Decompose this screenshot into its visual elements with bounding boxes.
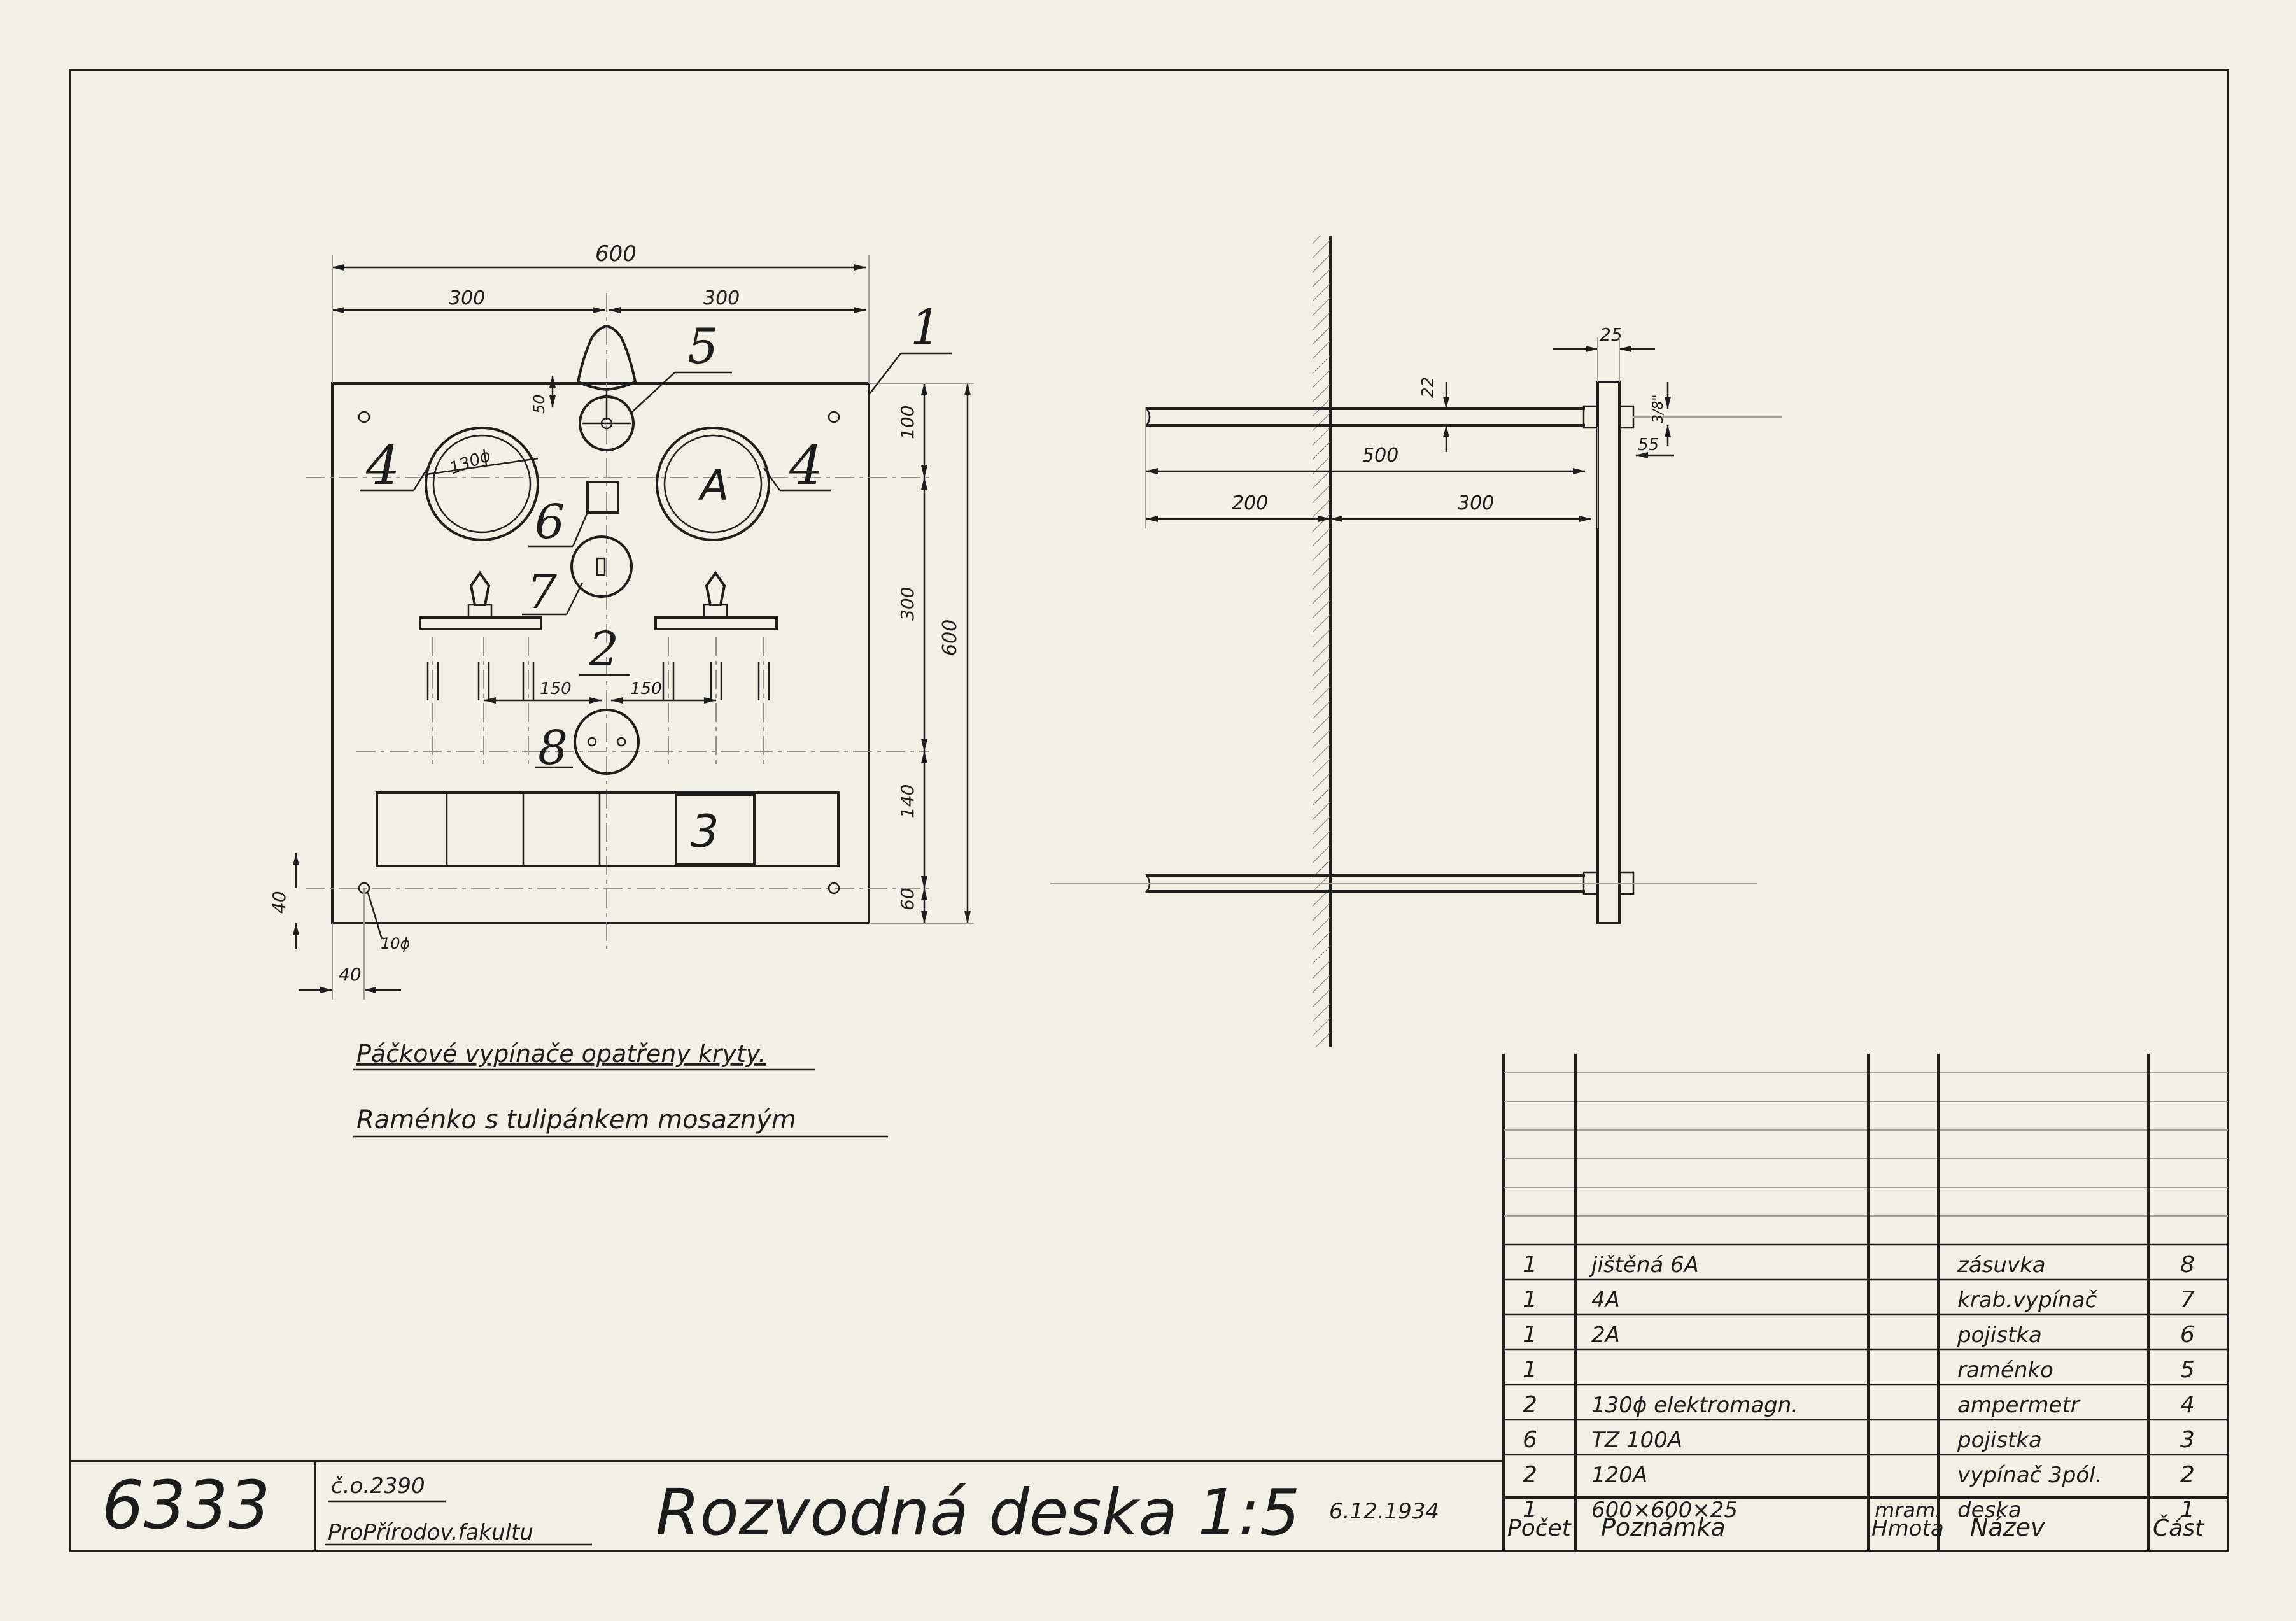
drawing-title: Rozvodná deska 1:5 [656,1475,1300,1550]
header-name: Název [1970,1513,2045,1541]
mount-hole [828,411,840,423]
table-cell-part: 7 [2180,1287,2195,1313]
dim-bottom-offset: 60 [897,888,918,910]
dim-bolt-gap: 22 [1419,377,1438,398]
table-cell-note: 2A [1591,1322,1620,1348]
table-cell-note: 600×600×25 [1591,1497,1738,1523]
table-cell-name: pojistka [1957,1427,2042,1453]
drawing-number: 6333 [102,1466,271,1544]
table-cell-qty: 1 [1523,1497,1537,1523]
title-block: 6333 č.o.2390 ProPřírodov.fakultu Rozvod… [70,1460,1504,1551]
dim-hole-v: 40 [269,891,290,914]
socket [574,709,640,775]
table-cell-qty: 1 [1523,1287,1537,1313]
table-cell-part: 4 [2180,1392,2195,1418]
header-part: Část [2153,1515,2205,1541]
part-label-7: 7 [527,565,557,619]
customer: ProPřírodov.fakultu [328,1520,533,1545]
header-material: Hmota [1871,1516,1944,1541]
dim-half-left: 300 [449,287,485,309]
order-number: č.o.2390 [331,1473,425,1499]
side-view: 25 3/8" 22 55 500 200 300 [1050,236,1782,1047]
ammeter-right [656,427,770,541]
part-label-4-left: 4 [365,434,400,497]
dim-top-offset: 100 [897,406,918,439]
table-cell-part: 2 [2180,1462,2195,1488]
table-cell-material: mram. [1875,1498,1941,1522]
front-view: 600 300 300 600 100 300 140 60 40 40 [269,241,974,1000]
part-label-1: 1 [910,299,941,355]
table-cell-qty: 1 [1523,1252,1537,1278]
notes: Páčkové vypínače opatřeny kryty. Raménko… [353,1040,888,1138]
dim-bolt-dia: 3/8" [1651,394,1666,423]
part-label-2: 2 [588,622,619,677]
table-cell-note: jištěná 6A [1589,1252,1699,1278]
dim-hole-h: 40 [339,964,362,985]
fuse-small [586,481,619,514]
table-cell-qty: 1 [1523,1322,1537,1348]
table-cell-note: TZ 100A [1591,1427,1682,1453]
table-cell-qty: 1 [1523,1357,1537,1383]
table-cell-name: ampermetr [1957,1392,2081,1418]
table-cell-name: pojistka [1957,1322,2042,1348]
tulip-bracket: 50 [530,324,637,451]
dim-bolt-nut: 55 [1638,435,1659,455]
note-bracket: Raménko s tulipánkem mosazným [356,1105,796,1135]
table-cell-note: 120A [1591,1462,1647,1488]
dim-switch-left: 150 [540,679,572,698]
dim-half-right: 300 [703,287,740,309]
dim-hole-dia: 10ϕ [381,935,411,952]
table-cell-qty: 6 [1523,1427,1537,1453]
dim-thickness: 25 [1600,324,1623,345]
table-cell-part: 8 [2180,1252,2195,1278]
part-label-4-right: 4 [789,434,823,497]
sheet-border [69,69,2229,1552]
lever-switch-right [654,570,778,764]
dim-length: 500 [1362,444,1398,467]
table-cell-name: deska [1957,1497,2022,1523]
table-cell-part: 3 [2180,1427,2195,1453]
table-cell-note: 4A [1591,1287,1620,1313]
wall-hatch [1313,236,1330,1047]
dim-middle: 300 [897,587,918,621]
fuse-row [376,791,840,867]
dim-width-total: 600 [595,241,637,267]
box-switch [570,535,633,598]
part-label-3: 3 [691,805,719,858]
ammeter-left [425,427,539,541]
dim-front-part: 300 [1458,492,1494,514]
board-side [1596,381,1621,924]
table-cell-part: 5 [2180,1357,2195,1383]
note-covers: Páčkové vypínače opatřeny kryty. [356,1040,766,1068]
table-cell-qty: 2 [1523,1392,1537,1418]
part-label-8: 8 [538,721,568,775]
table-cell-name: vypínač 3pól. [1957,1462,2102,1488]
dim-wall-part: 200 [1232,492,1268,514]
table-cell-name: raménko [1957,1357,2053,1383]
table-cell-part: 1 [2180,1497,2195,1523]
dim-bracket-drop: 50 [530,394,548,414]
dim-switch-right: 150 [630,679,662,698]
dim-fuses-zone: 140 [897,784,918,818]
mount-hole [828,882,840,895]
board-outline [331,382,870,924]
parts-table: 1 jištěná 6A zásuvka 8 1 4A krab.vypínač 7 1 2A po… [1502,1054,2229,1551]
header-qty: Počet [1507,1515,1572,1541]
mount-hole [358,411,370,423]
table-cell-name: krab.vypínač [1957,1287,2098,1313]
part-label-5: 5 [687,318,718,374]
dim-height-total: 600 [939,619,961,656]
drawing-date: 6.12.1934 [1329,1499,1439,1524]
ammeter-letter: A [698,461,729,510]
table-cell-part: 6 [2180,1322,2195,1348]
table-cell-qty: 2 [1523,1462,1537,1488]
table-cell-name: zásuvka [1957,1252,2046,1278]
dim-gauge-dia: 130ϕ [447,446,493,479]
lever-switch-left [419,570,542,764]
header-note: Poznámka [1601,1513,1726,1541]
table-cell-note: 130ϕ elektromagn. [1591,1392,1798,1418]
part-label-6: 6 [535,495,565,549]
